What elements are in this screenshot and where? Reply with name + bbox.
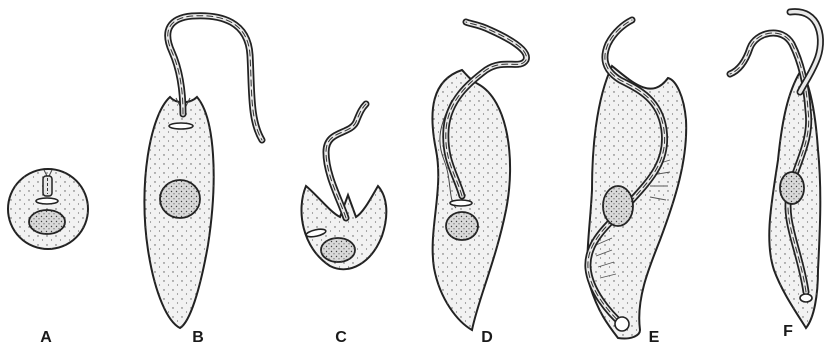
panel-label-b: B: [192, 329, 204, 345]
panel-b-promastigote: [144, 16, 262, 328]
nucleus-stipple: [160, 180, 200, 218]
cell-stipple: [432, 70, 510, 330]
kinetoplast: [615, 317, 629, 331]
nucleus-stipple: [321, 238, 355, 262]
panel-label-f: F: [783, 323, 793, 340]
panel-label-c: C: [335, 329, 347, 345]
nucleus-stipple: [29, 210, 65, 234]
kinetoplast: [169, 123, 193, 129]
panel-f-trypomastigote: [730, 12, 820, 328]
panel-e-trypomastigote: [587, 20, 686, 339]
kinetoplast: [450, 200, 472, 206]
kinetoplast: [800, 294, 812, 302]
nucleus-stipple: [603, 186, 633, 226]
kinetoplast: [36, 198, 58, 204]
panel-label-d: D: [481, 329, 493, 345]
panel-label-e: E: [649, 329, 660, 345]
nucleus-stipple: [780, 172, 804, 204]
panel-label-a: A: [40, 329, 52, 345]
nucleus-stipple: [446, 212, 478, 240]
panel-d-epimastigote: [432, 22, 526, 330]
panel-c-choanomastigote: [301, 104, 386, 269]
panel-a-amastigote: [8, 169, 88, 249]
